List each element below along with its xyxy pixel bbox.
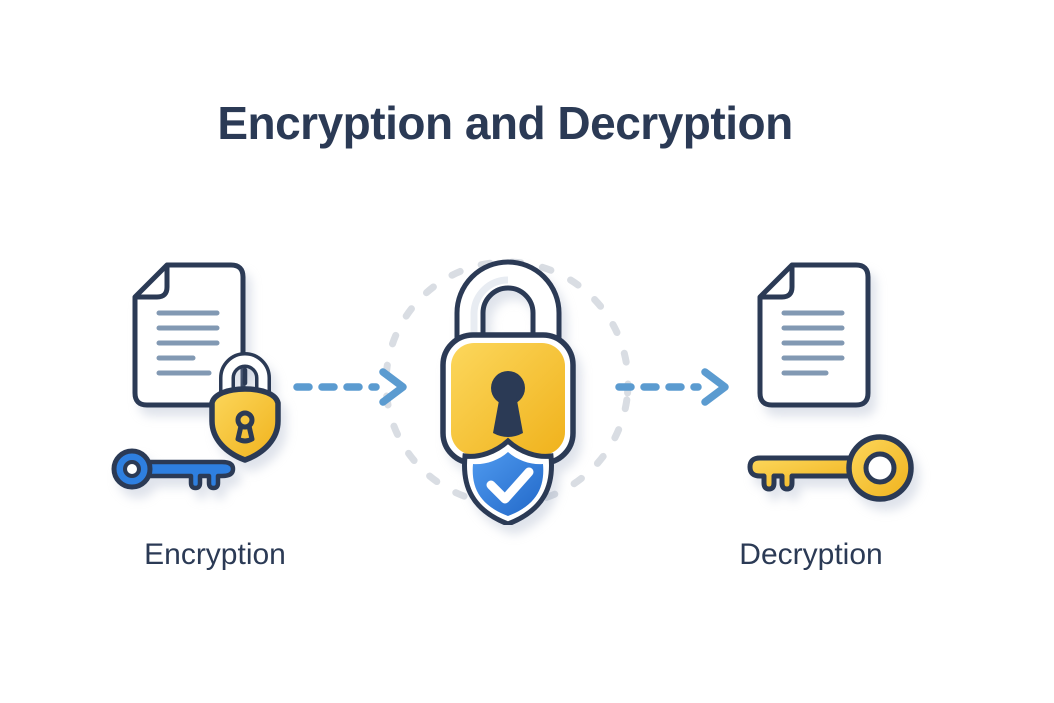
large-padlock-icon [440,259,576,525]
shackle [454,259,562,351]
page-title: Encryption and Decryption [217,97,793,149]
document-icon [757,262,871,408]
checkmark-icon [486,467,534,504]
decryption-label: Decryption [739,538,883,571]
yellow-key-icon [747,434,914,502]
keyhole [491,371,525,437]
shield-check-icon [462,437,554,525]
document-text-lines [156,310,220,376]
blue-key-icon [111,448,236,491]
keyhole [235,410,255,444]
arrow-right-icon [293,368,407,406]
small-padlock-icon [209,352,281,463]
document-text-lines [781,310,845,376]
encryption-label: Encryption [144,538,286,571]
arrow-right-icon [615,368,729,406]
document-icon [132,262,246,408]
